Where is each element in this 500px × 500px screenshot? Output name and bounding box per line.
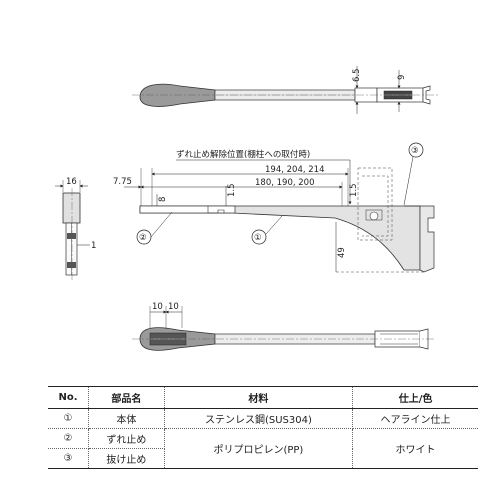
row-part-name: 本体 (88, 408, 165, 429)
header-finish: 仕上/色 (352, 386, 478, 409)
callout-3: ③ (411, 146, 419, 156)
dim-width: 16 (66, 177, 77, 187)
dim-10-b: 10 (168, 302, 179, 312)
callout-1: ① (254, 233, 262, 243)
row-finish: ヘアライン仕上 (352, 408, 478, 429)
dim-length-b: 180, 190, 200 (255, 178, 314, 188)
dim-1: 1 (91, 241, 96, 251)
row-no: ③ (48, 448, 89, 469)
row-part-name: 抜け止め (88, 448, 165, 469)
table-row: ③ 抜け止め (48, 448, 478, 469)
header-no: No. (48, 386, 89, 409)
row-finish: ホワイト (352, 428, 478, 469)
row-material: ステンレス鋼(SUS304) (164, 408, 354, 429)
end-view: 16 1 (55, 177, 96, 280)
row-no: ② (48, 428, 89, 449)
row-part-name: ずれ止め (88, 428, 165, 449)
dim-1-5-a: 1.5 (227, 183, 237, 197)
top-view: 6.5 9 (132, 66, 438, 114)
dim-tip: 9 (397, 75, 407, 80)
technical-drawing: 6.5 9 16 1 ずれ止め解除位置(棚柱への取付時) ③ (55, 66, 438, 351)
bottom-view: 10 10 (132, 302, 436, 351)
parts-table-header: No. 部品名 材料 仕上/色 (48, 386, 478, 409)
row-no: ① (48, 408, 89, 429)
header-part-name: 部品名 (88, 386, 165, 409)
dim-length-a: 194, 204, 214 (265, 165, 324, 175)
dim-thickness: 6.5 (352, 68, 362, 82)
dim-offset: 7.75 (113, 177, 132, 187)
header-material: 材料 (164, 386, 354, 409)
dim-height: 49 (337, 247, 347, 258)
dim-1-5-b: 1.5 (349, 183, 359, 197)
dim-10-a: 10 (152, 302, 163, 312)
row-material: ポリプロピレン(PP) (164, 428, 354, 469)
table-row: ② ずれ止め ポリプロピレン(PP) ホワイト (48, 428, 478, 469)
parts-table: No. 部品名 材料 仕上/色 ① 本体 ステンレス鋼(SUS304) ヘアライ… (48, 386, 478, 469)
callout-2: ② (139, 233, 147, 243)
dim-8: 8 (158, 197, 168, 202)
side-view: ずれ止め解除位置(棚柱への取付時) ③ 194, 204, 214 180, 1… (113, 142, 435, 273)
label-release-position: ずれ止め解除位置(棚柱への取付時) (176, 149, 310, 160)
table-row: ① 本体 ステンレス鋼(SUS304) ヘアライン仕上 (48, 408, 478, 429)
